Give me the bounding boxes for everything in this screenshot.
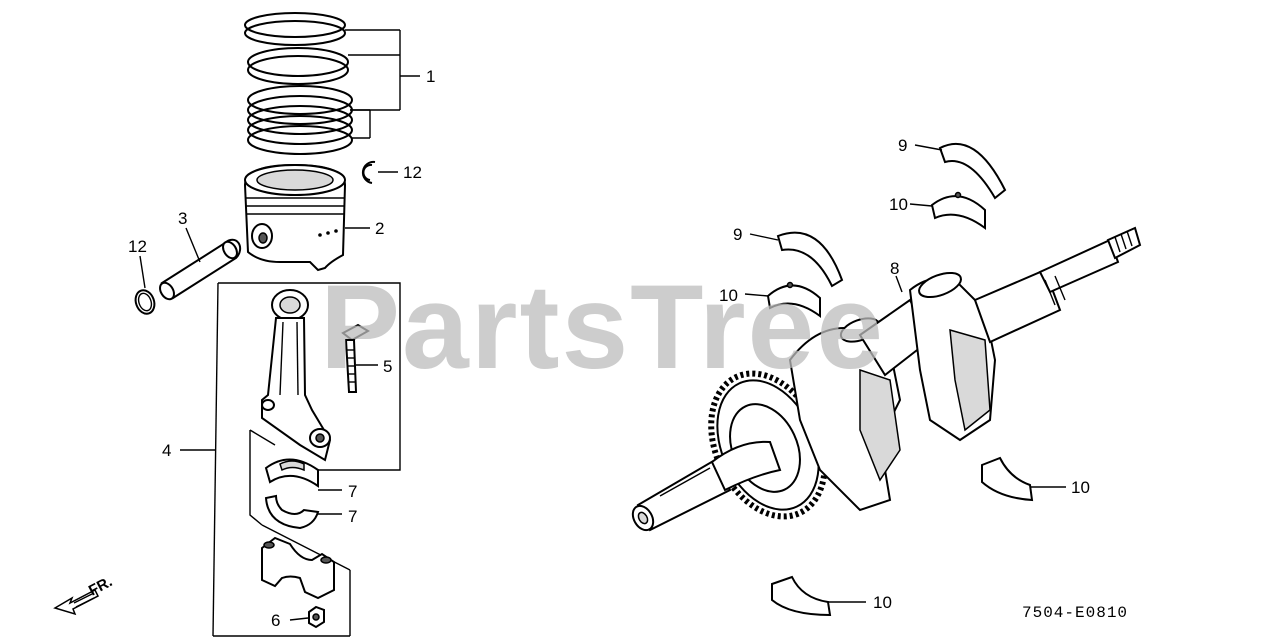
callout-line-8 <box>895 275 903 293</box>
callout-3: 3 <box>178 209 187 228</box>
callout-line-12b <box>139 255 146 289</box>
crankshaft[interactable] <box>629 226 1142 535</box>
callout-8: 8 <box>890 259 899 278</box>
piston-ring-set[interactable] <box>244 12 353 155</box>
callout-line-6 <box>289 617 309 621</box>
callout-4: 4 <box>162 441 171 460</box>
callout-7b: 7 <box>348 507 357 526</box>
watermark-logo: PartsTree <box>320 260 885 394</box>
callout-1: 1 <box>426 67 435 86</box>
piston-pin-clip-left[interactable] <box>132 288 157 317</box>
callout-10d: 10 <box>873 593 892 612</box>
thrust-washer-lower[interactable] <box>776 231 844 288</box>
callout-12a: 12 <box>403 163 422 182</box>
crankpin-bearing-lower[interactable] <box>264 494 320 530</box>
front-direction-arrow: FR. <box>53 573 115 616</box>
piston-pin-clip-right[interactable] <box>361 160 376 184</box>
callout-10b: 10 <box>719 286 738 305</box>
main-bearing-d[interactable] <box>771 575 832 617</box>
main-bearing-b[interactable] <box>766 281 821 318</box>
callout-9b: 9 <box>733 225 742 244</box>
callout-5: 5 <box>383 357 392 376</box>
callout-7a: 7 <box>348 482 357 501</box>
main-bearing-c[interactable] <box>981 456 1034 502</box>
callout-9a: 9 <box>898 136 907 155</box>
callout-10c: 10 <box>1071 478 1090 497</box>
oil-dipper-nut[interactable] <box>308 605 325 629</box>
callout-line-10b <box>744 293 769 297</box>
connecting-rod-bolt[interactable] <box>341 323 370 393</box>
connecting-rod-assembly-box <box>212 282 401 637</box>
callout-6: 6 <box>271 611 280 630</box>
crankpin-bearing-upper[interactable] <box>264 458 319 488</box>
callout-12b: 12 <box>128 237 147 256</box>
callout-line-3 <box>185 227 201 263</box>
main-bearing-a[interactable] <box>930 191 986 230</box>
piston[interactable] <box>243 163 347 272</box>
thrust-washer-upper[interactable] <box>938 142 1007 200</box>
connecting-rod[interactable] <box>261 289 332 462</box>
callout-10a: 10 <box>889 195 908 214</box>
callout-2: 2 <box>375 219 384 238</box>
callout-line-1 <box>345 29 420 139</box>
callout-line-10a <box>909 203 933 207</box>
connecting-rod-cap[interactable] <box>261 536 335 600</box>
callout-line-9a <box>914 144 943 151</box>
diagram-code: 7504-E0810 <box>1022 604 1128 622</box>
callout-line-9b <box>749 233 779 241</box>
piston-pin[interactable] <box>157 238 242 302</box>
